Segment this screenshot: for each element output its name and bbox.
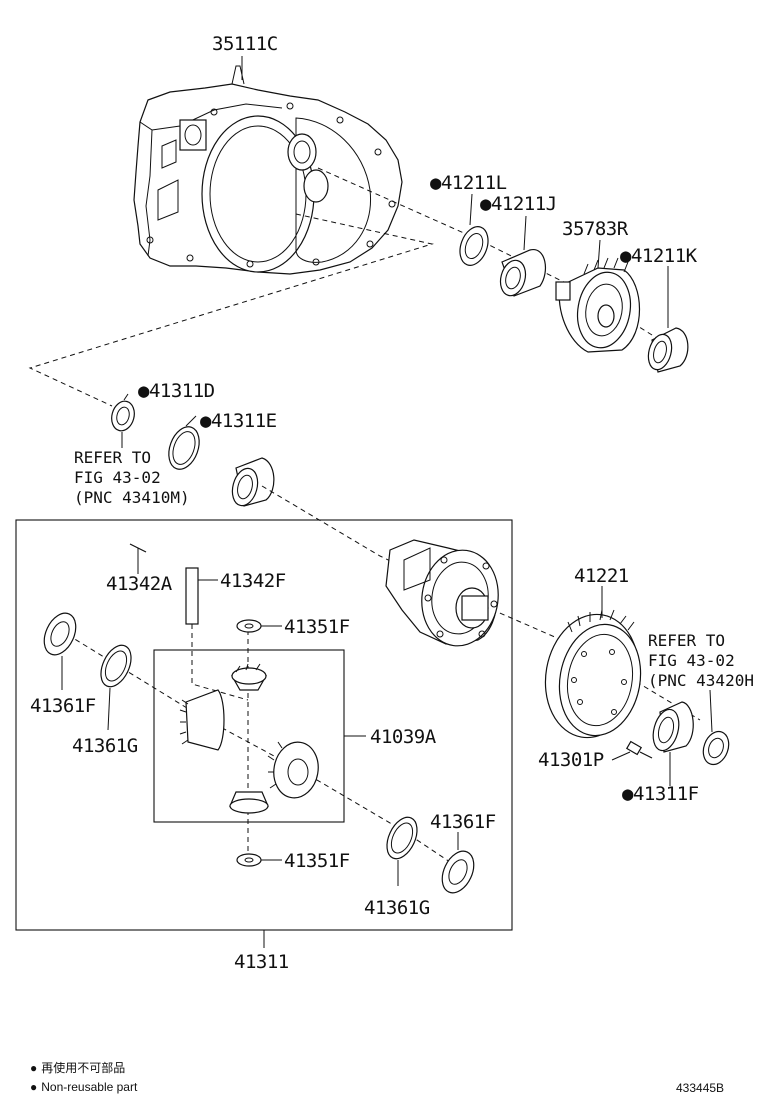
side-gear-left-drawing [179, 689, 225, 751]
refer-text-right: REFER TO FIG 43-02 (PNC 43420H [648, 631, 754, 690]
bolt-41301P-drawing [625, 740, 653, 759]
leader-41301P [611, 751, 631, 761]
part-label-41351F-bottom: 41351F [284, 850, 350, 872]
leader-41311D-a [123, 393, 129, 401]
non-reusable-marker: ● [620, 245, 632, 267]
oil-seal-right-drawing [702, 730, 730, 766]
part-label-41361F-right: 41361F [430, 811, 496, 833]
diagram-code: 433445B [676, 1081, 724, 1095]
bearing-left-drawing [231, 457, 275, 507]
washer-41351F-bottom-drawing [236, 853, 262, 867]
oil-seal-41211L-drawing [459, 226, 489, 266]
part-label-41361G-right: 41361G [364, 897, 430, 919]
non-reusable-marker: ● [430, 172, 442, 194]
leader-35783R [597, 239, 601, 269]
leader-41311E [185, 415, 197, 427]
part-label-41211L: ●41211L [430, 172, 507, 194]
part-label-41351F-top: 41351F [284, 616, 350, 638]
non-reusable-marker: ● [622, 783, 634, 805]
thrust-washer-41361F-right-drawing [441, 850, 475, 894]
part-label-35111C: 35111C [212, 33, 278, 55]
pinion-gear-bottom-drawing [229, 791, 269, 814]
washer-41351F-top-drawing [236, 619, 262, 633]
oil-seal-41311D-drawing [111, 400, 135, 432]
axis-line-zigzag [28, 213, 434, 407]
part-label-35783R: 35783R [562, 218, 629, 240]
part-label-41211K: ●41211K [620, 245, 698, 267]
bearing-41211K-drawing [647, 327, 689, 373]
part-label-41311F: ●41311F [622, 783, 699, 805]
ring-gear-41221-drawing [544, 609, 642, 739]
shim-41311E-drawing [168, 426, 200, 470]
leader-41211J [523, 215, 527, 251]
shaft-41342F-drawing [185, 567, 199, 625]
thrust-washer-41361G-right-drawing [386, 816, 418, 860]
leader-refer-right [709, 689, 713, 733]
leader-41211L [469, 193, 473, 226]
non-reusable-marker: ● [480, 193, 492, 215]
transaxle-housing-drawing [133, 65, 403, 275]
side-gear-right-drawing [267, 741, 319, 799]
part-label-41301P: 41301P [538, 749, 604, 771]
part-label-41361F-left: 41361F [30, 695, 96, 717]
part-label-41221: 41221 [574, 565, 629, 587]
bearing-race-41211J-drawing [499, 249, 547, 297]
part-label-41342A: 41342A [106, 573, 173, 595]
part-label-41311: 41311 [234, 951, 289, 973]
thrust-washer-41361F-left-drawing [43, 612, 77, 656]
leader-41361G-left [107, 687, 111, 731]
part-label-41039A: 41039A [370, 726, 437, 748]
pinion-gear-top-drawing [230, 663, 268, 691]
bearing-41311F-drawing [652, 701, 694, 753]
part-label-41361G-left: 41361G [72, 735, 138, 757]
differential-case-drawing [385, 539, 499, 647]
thrust-washer-41361G-left-drawing [100, 644, 132, 688]
axis-internal-diagonal [59, 629, 457, 867]
legend-english: ●Non-reusable part [30, 1080, 138, 1094]
gear-35783R-drawing [555, 257, 640, 353]
part-label-41342F: 41342F [220, 570, 286, 592]
legend-japanese: ●再使用不可部品 [30, 1060, 125, 1075]
part-label-41311D: ●41311D [138, 380, 215, 402]
non-reusable-marker: ● [200, 410, 212, 432]
part-label-41211J: ●41211J [480, 193, 557, 215]
refer-text-left: REFER TO FIG 43-02 (PNC 43410M) [74, 448, 190, 507]
non-reusable-marker: ● [138, 380, 150, 402]
part-label-41311E: ●41311E [200, 410, 277, 432]
